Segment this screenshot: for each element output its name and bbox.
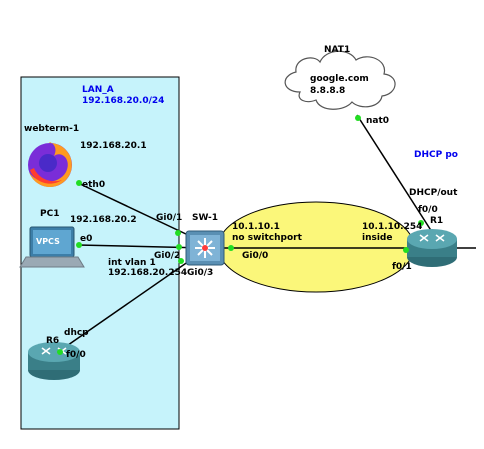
firefox-icon[interactable] bbox=[28, 142, 72, 187]
link-dots bbox=[57, 115, 424, 355]
r1-ip-label: 10.1.10.254 bbox=[362, 222, 423, 232]
link-pc-sw bbox=[77, 244, 206, 249]
r1-name-label: R1 bbox=[430, 216, 444, 226]
switch-routed-note: no switchport bbox=[232, 233, 302, 243]
nat-cloud-text: google.com bbox=[310, 74, 369, 84]
switch-svi-label: int vlan 1 bbox=[108, 258, 156, 268]
nat-cloud-dns: 8.8.8.8 bbox=[310, 86, 346, 96]
r1-dhcp-note: DHCP/out bbox=[409, 188, 458, 198]
r1-port-f01: f0/1 bbox=[392, 262, 412, 272]
pc-port-label: e0 bbox=[80, 234, 93, 244]
zone-subnet-label: 192.168.20.0/24 bbox=[82, 96, 165, 106]
r6-role-label: dhcp bbox=[64, 328, 89, 338]
r6-router-icon[interactable] bbox=[28, 342, 80, 380]
link-r6-sw bbox=[57, 249, 206, 353]
r6-port-label: f0/0 bbox=[66, 350, 86, 360]
link-webterm-sw bbox=[77, 182, 206, 244]
r1-dhcp-pool-note: DHCP po bbox=[414, 150, 458, 160]
pc-badge-label: VPCS bbox=[36, 237, 60, 246]
r6-name-label: R6 bbox=[46, 336, 60, 346]
switch-port-gi02: Gi0/2 bbox=[154, 251, 181, 261]
switch-routed-ip: 10.1.10.1 bbox=[232, 222, 280, 232]
nat-cloud-icon[interactable] bbox=[284, 50, 396, 110]
switch-port-gi03: Gi0/3 bbox=[187, 268, 214, 278]
link-nat-r1 bbox=[356, 114, 433, 233]
switch-port-gi00: Gi0/0 bbox=[242, 251, 269, 261]
zone-name-label: LAN_A bbox=[82, 85, 114, 95]
switch-port-gi01: Gi0/1 bbox=[156, 213, 183, 223]
webterm-port-label: eth0 bbox=[82, 180, 106, 190]
r1-inside-label: inside bbox=[362, 233, 393, 243]
routed-segment-ellipse bbox=[217, 201, 415, 293]
r1-port-f00: f0/0 bbox=[418, 205, 438, 215]
switch-svi-ip: 192.168.20.254 bbox=[108, 268, 188, 278]
nat-name-label: NAT1 bbox=[324, 45, 351, 55]
switch-name-label: SW-1 bbox=[192, 213, 219, 223]
webterm-ip-label: 192.168.20.1 bbox=[80, 141, 147, 151]
webterm-name-label: webterm-1 bbox=[24, 124, 80, 134]
pc-name-label: PC1 bbox=[40, 209, 60, 219]
switch-icon[interactable] bbox=[185, 230, 225, 266]
r1-router-icon[interactable] bbox=[407, 229, 457, 267]
nat-port-label: nat0 bbox=[366, 116, 390, 126]
vpcs-pc-icon[interactable] bbox=[19, 226, 85, 268]
pc-ip-label: 192.168.20.2 bbox=[70, 215, 137, 225]
